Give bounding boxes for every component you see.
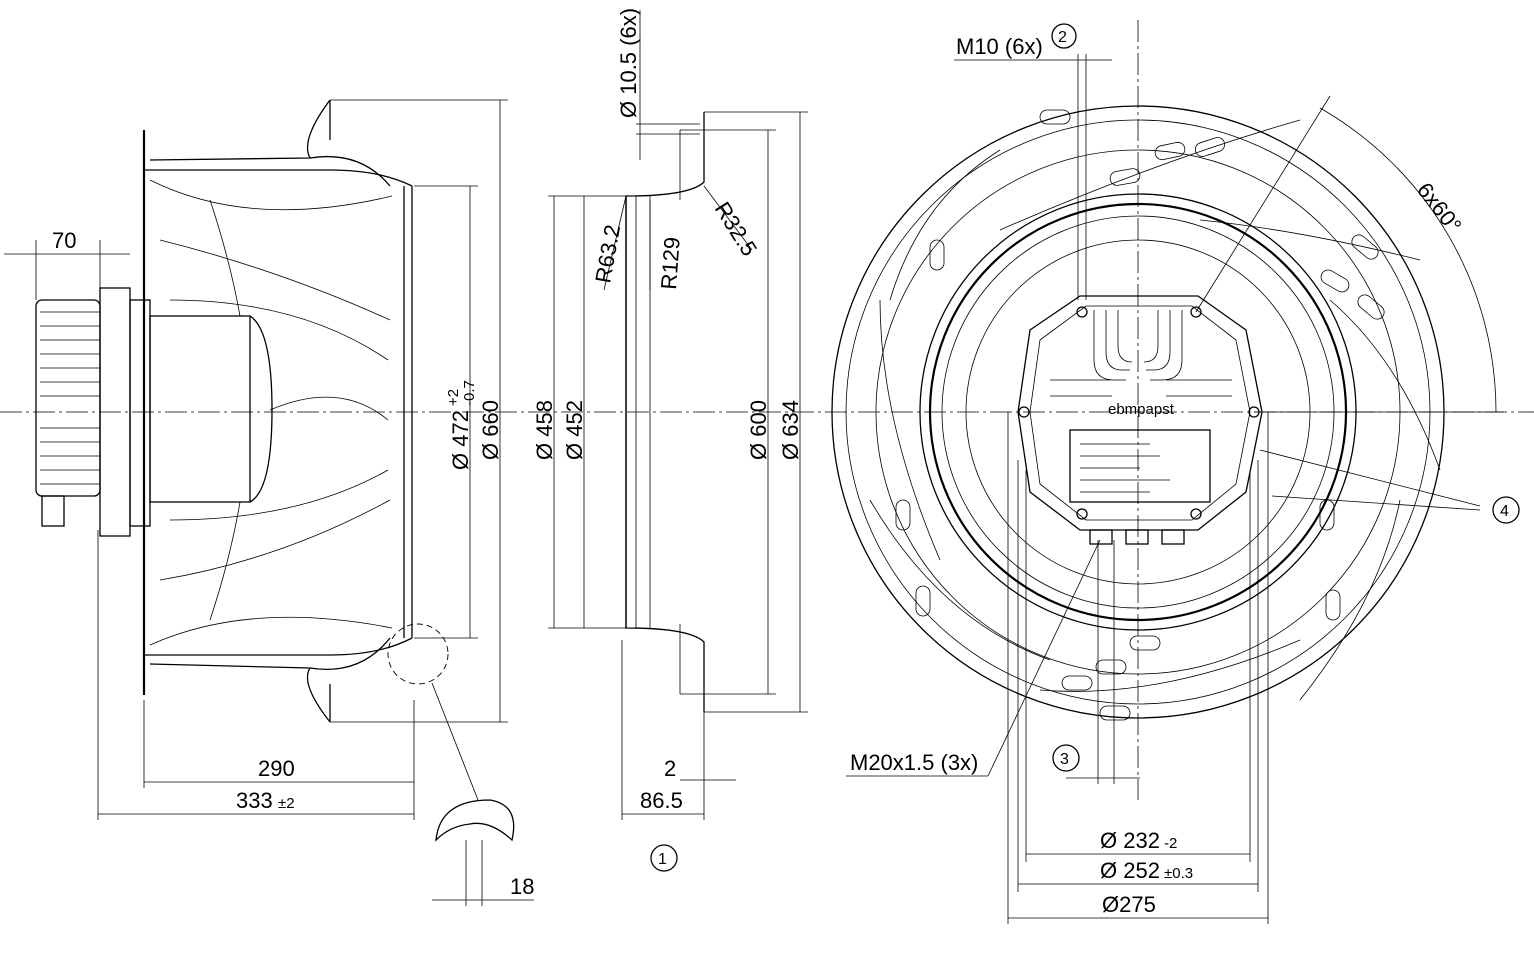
callout-3-label: 3	[1060, 751, 1069, 768]
dim-333: 333	[236, 788, 273, 813]
front-view: ebmpapst 6x60° M10 (6x) 2	[831, 20, 1520, 924]
motor-housing	[35, 299, 101, 497]
lower-shroud-inner	[144, 637, 413, 656]
dim-333-tol: ±2	[278, 795, 295, 812]
hub-cap	[249, 315, 273, 503]
dim-2: 2	[664, 756, 676, 781]
callout-2-label: 2	[1058, 29, 1067, 46]
dim-d252: Ø 252	[1100, 858, 1160, 883]
rotor-hub	[149, 315, 251, 503]
slots	[895, 109, 1385, 721]
dim-d458: Ø 458	[532, 400, 557, 460]
top-ring	[306, 99, 331, 159]
dim-d232-tol: -2	[1164, 835, 1177, 852]
label-plate	[1069, 429, 1211, 503]
callout-1	[650, 844, 678, 872]
pcb-traces	[1050, 310, 1232, 493]
detail-circle	[387, 623, 449, 685]
mounting-plate	[129, 299, 151, 527]
dim-d232: Ø 232	[1100, 828, 1160, 853]
dim-d252-tol: ±0.3	[1164, 865, 1193, 882]
cable-gland	[41, 495, 65, 527]
cable-glands	[1089, 529, 1185, 545]
bottom-ring	[306, 667, 331, 723]
dim-d452: Ø 452	[562, 400, 587, 460]
electronics-housing	[1017, 295, 1263, 531]
callout-4	[1492, 496, 1520, 524]
dim-d472-tol-lower: -0.7	[461, 380, 478, 406]
impeller-blades	[149, 179, 393, 646]
front-blades	[869, 119, 1441, 701]
inlet-nozzle-view: Ø 10.5 (6x) R63.2 R129 R32.5 Ø 458 Ø 452…	[532, 8, 808, 872]
dim-m20: M20x1.5 (3x)	[850, 750, 978, 775]
dim-d275: Ø275	[1102, 892, 1156, 917]
dim-86: 86.5	[640, 788, 683, 813]
angle-arc	[1319, 107, 1497, 413]
dim-r63: R63.2	[590, 223, 625, 285]
dim-r129: R129	[656, 236, 685, 290]
dim-d600: Ø 600	[746, 400, 771, 460]
dim-18: 18	[510, 874, 534, 899]
mounting-holes	[1018, 306, 1260, 520]
dim-m10: M10 (6x)	[956, 34, 1043, 59]
callout-3	[1052, 744, 1080, 772]
dim-angle: 6x60°	[1412, 178, 1466, 238]
dim-r32: R32.5	[710, 197, 762, 260]
dim-d660: Ø 660	[478, 400, 503, 460]
dim-290: 290	[258, 756, 295, 781]
callout-1-label: 1	[658, 851, 667, 868]
upper-shroud-outer	[149, 155, 391, 187]
dim-d472: Ø 472	[448, 410, 473, 470]
lower-shroud-outer	[149, 637, 391, 671]
dim-70: 70	[52, 228, 76, 253]
dim-d634: Ø 634	[778, 400, 803, 460]
brand-logo: ebmpapst	[1108, 401, 1175, 418]
dim-hole: Ø 10.5 (6x)	[616, 8, 641, 118]
dim-d472-tol-upper: +2	[445, 389, 462, 406]
motor-fins	[40, 311, 100, 485]
callout-4-label: 4	[1500, 503, 1509, 520]
upper-shroud-inner	[144, 169, 413, 187]
detail-section	[435, 799, 515, 842]
callout-2	[1051, 23, 1077, 49]
side-view: 70 290 333 ±2 18 Ø 472 +2 -0.7 Ø 660	[0, 99, 1534, 906]
